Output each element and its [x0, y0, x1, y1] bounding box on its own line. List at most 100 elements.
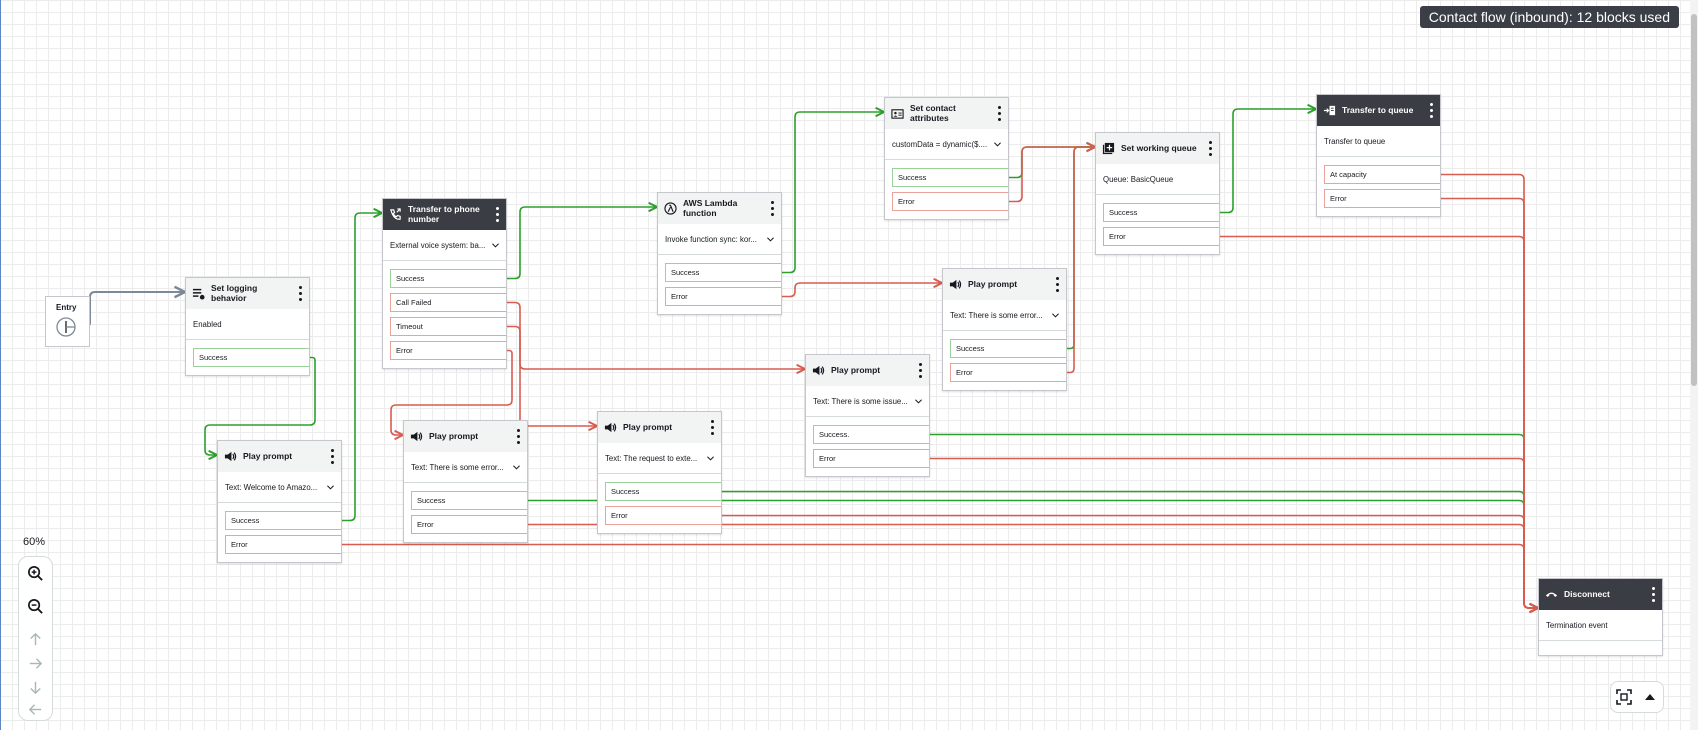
vertical-scrollbar[interactable]: [1690, 0, 1698, 730]
connection-phone-to-lambda[interactable]: [506, 207, 657, 280]
branch-success[interactable]: Success.: [813, 425, 929, 444]
more-options-icon[interactable]: [996, 106, 1002, 121]
block-config[interactable]: Text: There is some issue...: [806, 386, 929, 417]
more-options-icon[interactable]: [515, 429, 521, 444]
branch-error[interactable]: Error: [1324, 189, 1440, 208]
more-options-icon[interactable]: [329, 449, 335, 464]
block-config[interactable]: customData = dynamic($....: [885, 129, 1008, 160]
connection-wqueue-to-tqueue[interactable]: [1219, 109, 1316, 214]
connection-phone-to-prompt-err1[interactable]: [390, 349, 513, 436]
more-options-icon[interactable]: [709, 420, 715, 435]
connection-welcome-to-disconnect[interactable]: [341, 543, 1538, 609]
scrollbar-thumb[interactable]: [1691, 14, 1697, 386]
block-header[interactable]: Set contact attributes: [885, 98, 1008, 129]
collapse-up-icon[interactable]: [1640, 687, 1660, 707]
block-header[interactable]: Set logging behavior: [186, 278, 309, 309]
more-options-icon[interactable]: [297, 286, 303, 301]
block-config[interactable]: Text: Welcome to Amazo...: [218, 472, 341, 503]
branch-error[interactable]: Error: [813, 449, 929, 468]
branch-success[interactable]: Success: [950, 339, 1066, 358]
chevron-down-icon[interactable]: [492, 242, 499, 248]
connection-attrs-to-wqueue[interactable]: [1008, 147, 1095, 203]
fit-to-screen-icon[interactable]: [1614, 687, 1634, 707]
block-config[interactable]: External voice system: ba...: [383, 230, 506, 261]
branch-error[interactable]: Error: [950, 363, 1066, 382]
branch-error[interactable]: Error: [665, 287, 781, 306]
connection-tqueue-to-disconnect[interactable]: [1440, 197, 1538, 609]
zoom-in-icon[interactable]: [25, 563, 46, 584]
branch-success[interactable]: Success: [193, 348, 309, 367]
branch-error[interactable]: Error: [1103, 227, 1219, 246]
branch-error[interactable]: Error: [605, 506, 721, 525]
block-header[interactable]: Disconnect: [1539, 579, 1662, 610]
block-header[interactable]: Play prompt: [806, 355, 929, 386]
more-options-icon[interactable]: [769, 201, 775, 216]
more-options-icon[interactable]: [1428, 103, 1434, 118]
chevron-down-icon[interactable]: [915, 398, 922, 404]
branch-success[interactable]: Success: [892, 168, 1008, 187]
branch-success[interactable]: Success: [390, 269, 506, 288]
block-config[interactable]: Text: There is some error...: [943, 300, 1066, 331]
branch-call-failed[interactable]: Call Failed: [390, 293, 506, 312]
pan-up-icon[interactable]: [25, 629, 46, 650]
entry-port-icon[interactable]: [56, 317, 76, 337]
block-header[interactable]: Play prompt: [943, 269, 1066, 300]
branch-success[interactable]: Success: [1103, 203, 1219, 222]
block-config[interactable]: Invoke function sync: kor...: [658, 224, 781, 255]
connection-prompt-req-to-disconnect[interactable]: [721, 514, 1538, 609]
connection-entry-to-logging[interactable]: [76, 292, 185, 328]
block-header[interactable]: Play prompt: [404, 421, 527, 452]
connection-prompt-issue-to-disconnect[interactable]: [929, 457, 1538, 609]
connection-lambda-to-attrs[interactable]: [781, 112, 884, 274]
chevron-down-icon[interactable]: [1052, 312, 1059, 318]
more-options-icon[interactable]: [917, 363, 923, 378]
block-header[interactable]: Transfer to queue: [1317, 95, 1440, 126]
chevron-down-icon[interactable]: [513, 464, 520, 470]
block-config[interactable]: Text: The request to exte...: [598, 443, 721, 474]
chevron-down-icon[interactable]: [707, 455, 714, 461]
branch-success[interactable]: Success: [225, 511, 341, 530]
connection-wqueue-to-disconnect[interactable]: [1219, 235, 1538, 609]
connection-prompt-issue-to-disconnect[interactable]: [929, 433, 1538, 609]
connection-prompt-req-to-disconnect[interactable]: [721, 490, 1538, 609]
connection-phone-to-prompt-req[interactable]: [506, 325, 597, 427]
connection-prompt-err1-to-disconnect[interactable]: [527, 523, 1538, 609]
block-config[interactable]: Text: There is some error...: [404, 452, 527, 483]
connection-lambda-to-prompt-err2[interactable]: [781, 283, 942, 298]
chevron-down-icon[interactable]: [327, 484, 334, 490]
branch-error[interactable]: Error: [892, 192, 1008, 211]
connection-attrs-to-wqueue[interactable]: [1008, 147, 1095, 179]
pan-right-icon[interactable]: [25, 653, 46, 674]
connection-prompt-err2-to-wqueue[interactable]: [1066, 147, 1095, 350]
branch-timeout[interactable]: Timeout: [390, 317, 506, 336]
branch-error[interactable]: Error: [225, 535, 341, 554]
block-header[interactable]: Set working queue: [1096, 133, 1219, 164]
more-options-icon[interactable]: [494, 207, 500, 222]
connection-welcome-to-phone[interactable]: [341, 213, 382, 522]
pan-left-icon[interactable]: [25, 699, 46, 720]
branch-success[interactable]: Success: [411, 491, 527, 510]
block-header[interactable]: Play prompt: [598, 412, 721, 443]
more-options-icon[interactable]: [1207, 141, 1213, 156]
chevron-down-icon[interactable]: [994, 141, 1001, 147]
entry-block[interactable]: Entry: [45, 296, 90, 347]
branch-success[interactable]: Success: [605, 482, 721, 501]
branch-error[interactable]: Error: [390, 341, 506, 360]
branch-error[interactable]: Error: [411, 515, 527, 534]
chevron-down-icon[interactable]: [767, 236, 774, 242]
pan-down-icon[interactable]: [25, 677, 46, 698]
zoom-out-icon[interactable]: [25, 596, 46, 617]
connection-prompt-err2-to-wqueue[interactable]: [1066, 147, 1095, 374]
